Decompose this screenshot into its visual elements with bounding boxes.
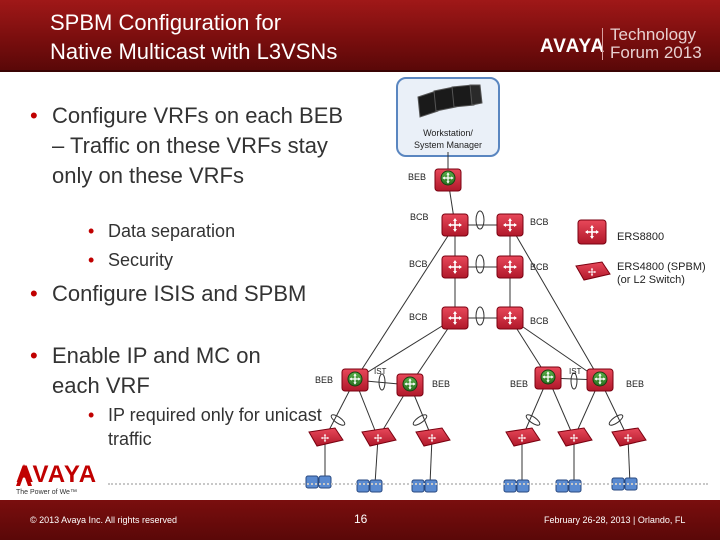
server-icon (305, 475, 332, 489)
sub-bullet-ip-required: IP required only for unicast traffic (88, 403, 328, 451)
label-bcb-1: BCB (410, 212, 429, 222)
beb-edge-switches (341, 366, 614, 397)
avaya-logo-icon (16, 464, 32, 486)
slide-title: SPBM Configuration for Native Multicast … (50, 10, 338, 64)
workstation-label: Workstation/ System Manager (413, 128, 483, 150)
beb-switch-top (434, 168, 462, 192)
label-beb-left-2: BEB (432, 379, 451, 389)
brand-divider (602, 28, 603, 60)
legend-ers4800-label: ERS4800 (SPBM) (or L2 Switch) (617, 261, 706, 286)
brand-area: AVAYA Technology Forum 2013 (540, 24, 710, 64)
avaya-logo: AVAYA (540, 36, 606, 57)
footer-event: February 26-28, 2013 | Orlando, FL (544, 515, 686, 525)
mlt-ovals (330, 210, 624, 426)
server-icon (503, 479, 530, 493)
bcb-switches (441, 213, 524, 330)
footer-copyright: © 2013 Avaya Inc. All rights reserved (30, 515, 178, 525)
label-beb-top: BEB (408, 172, 427, 182)
label-bcb-6: BCB (530, 316, 549, 326)
label-beb-right-1: BEB (510, 379, 529, 389)
label-bcb-4: BCB (530, 262, 549, 272)
server-icon (356, 479, 383, 493)
bullet-configure-isis: Configure ISIS and SPBM (30, 279, 312, 309)
footer-bar (0, 500, 720, 540)
legend-ers8800-label: ERS8800 (617, 231, 665, 243)
server-icon (411, 479, 438, 493)
label-ist-left: IST (374, 367, 387, 376)
bullet-configure-vrfs: Configure VRFs on each BEB – Traffic on … (30, 101, 352, 191)
label-beb-right-2: BEB (626, 379, 645, 389)
avaya-footer-logo (10, 458, 110, 498)
monitor-icons (417, 84, 483, 118)
legend-ers8800-icon (577, 219, 607, 245)
avaya-tagline: The Power of We™ (16, 489, 77, 496)
sub-bullet-security: Security (88, 248, 328, 272)
label-ist-right: IST (569, 367, 582, 376)
sub-bullet-data-separation: Data separation (88, 219, 328, 243)
page-number: 16 (354, 512, 368, 526)
monitor-icon (469, 84, 483, 106)
server-icon (555, 479, 582, 493)
label-bcb-3: BCB (409, 259, 428, 269)
workstation-box: Workstation/ System Manager (396, 77, 500, 157)
avaya-footer-wordmark: AVAYA (16, 461, 98, 488)
access-switches (308, 427, 647, 447)
bullet-enable-ip-mc: Enable IP and MC on each VRF (30, 341, 312, 401)
footer-divider (108, 483, 708, 485)
legend-ers4800-icon (575, 261, 611, 281)
label-beb-left-1: BEB (315, 375, 334, 385)
label-bcb-5: BCB (409, 312, 428, 322)
slide-header: SPBM Configuration for Native Multicast … (0, 0, 720, 72)
technology-forum-logo: Technology Forum 2013 (610, 25, 702, 62)
label-bcb-2: BCB (530, 217, 549, 227)
